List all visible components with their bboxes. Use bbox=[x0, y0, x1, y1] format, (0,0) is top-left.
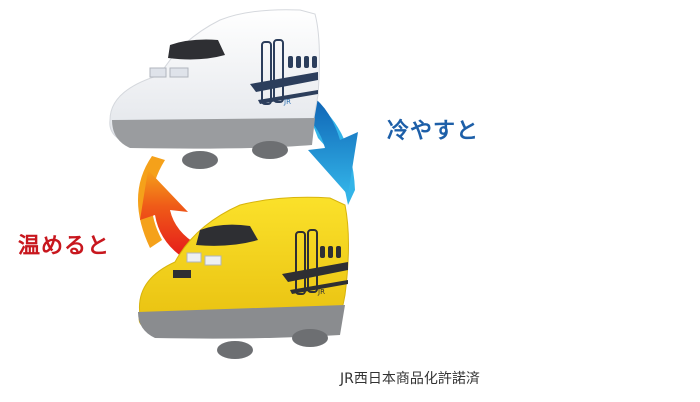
warm-label: 温めると bbox=[18, 234, 111, 259]
cool-label: 冷やすと bbox=[387, 119, 480, 144]
jr-logo: JR bbox=[317, 288, 325, 296]
yellow-train-image: JR bbox=[138, 196, 349, 359]
license-credit: JR西日本商品化許諾済 bbox=[340, 371, 480, 387]
warm-arrow-icon bbox=[137, 156, 198, 262]
white-train-image: JR bbox=[109, 9, 320, 169]
jr-logo: JR bbox=[283, 98, 291, 106]
